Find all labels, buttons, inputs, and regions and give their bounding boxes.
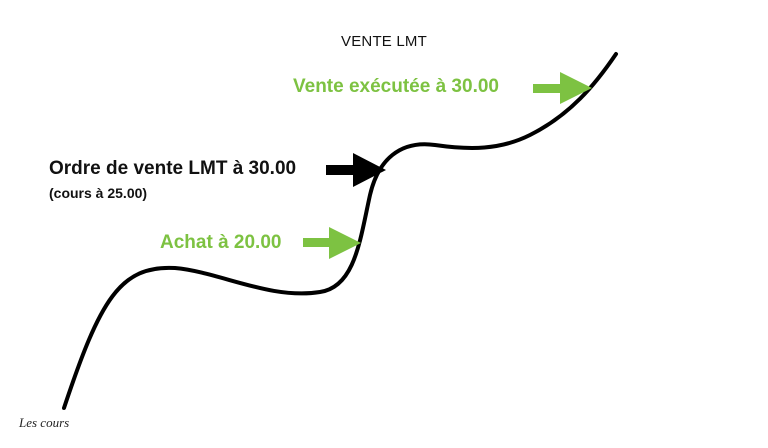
sell-order-note: (cours à 25.00) (49, 185, 148, 201)
buy-label: Achat à 20.00 (160, 232, 282, 253)
diagram-title-text: VENTE LMT (341, 33, 427, 50)
sell-order-label: Ordre de vente LMT à 30.00 (49, 158, 297, 179)
price-curve (62, 52, 618, 410)
buy-arrow-icon (303, 227, 361, 259)
diagram-title: VENTE LMT (0, 33, 768, 50)
sell-order-arrow-icon (326, 153, 386, 187)
price-curve-label: Les cours (19, 415, 70, 430)
sell-executed-arrow-icon (533, 72, 592, 104)
sell-executed-label: Vente exécutée à 30.00 (293, 76, 499, 97)
